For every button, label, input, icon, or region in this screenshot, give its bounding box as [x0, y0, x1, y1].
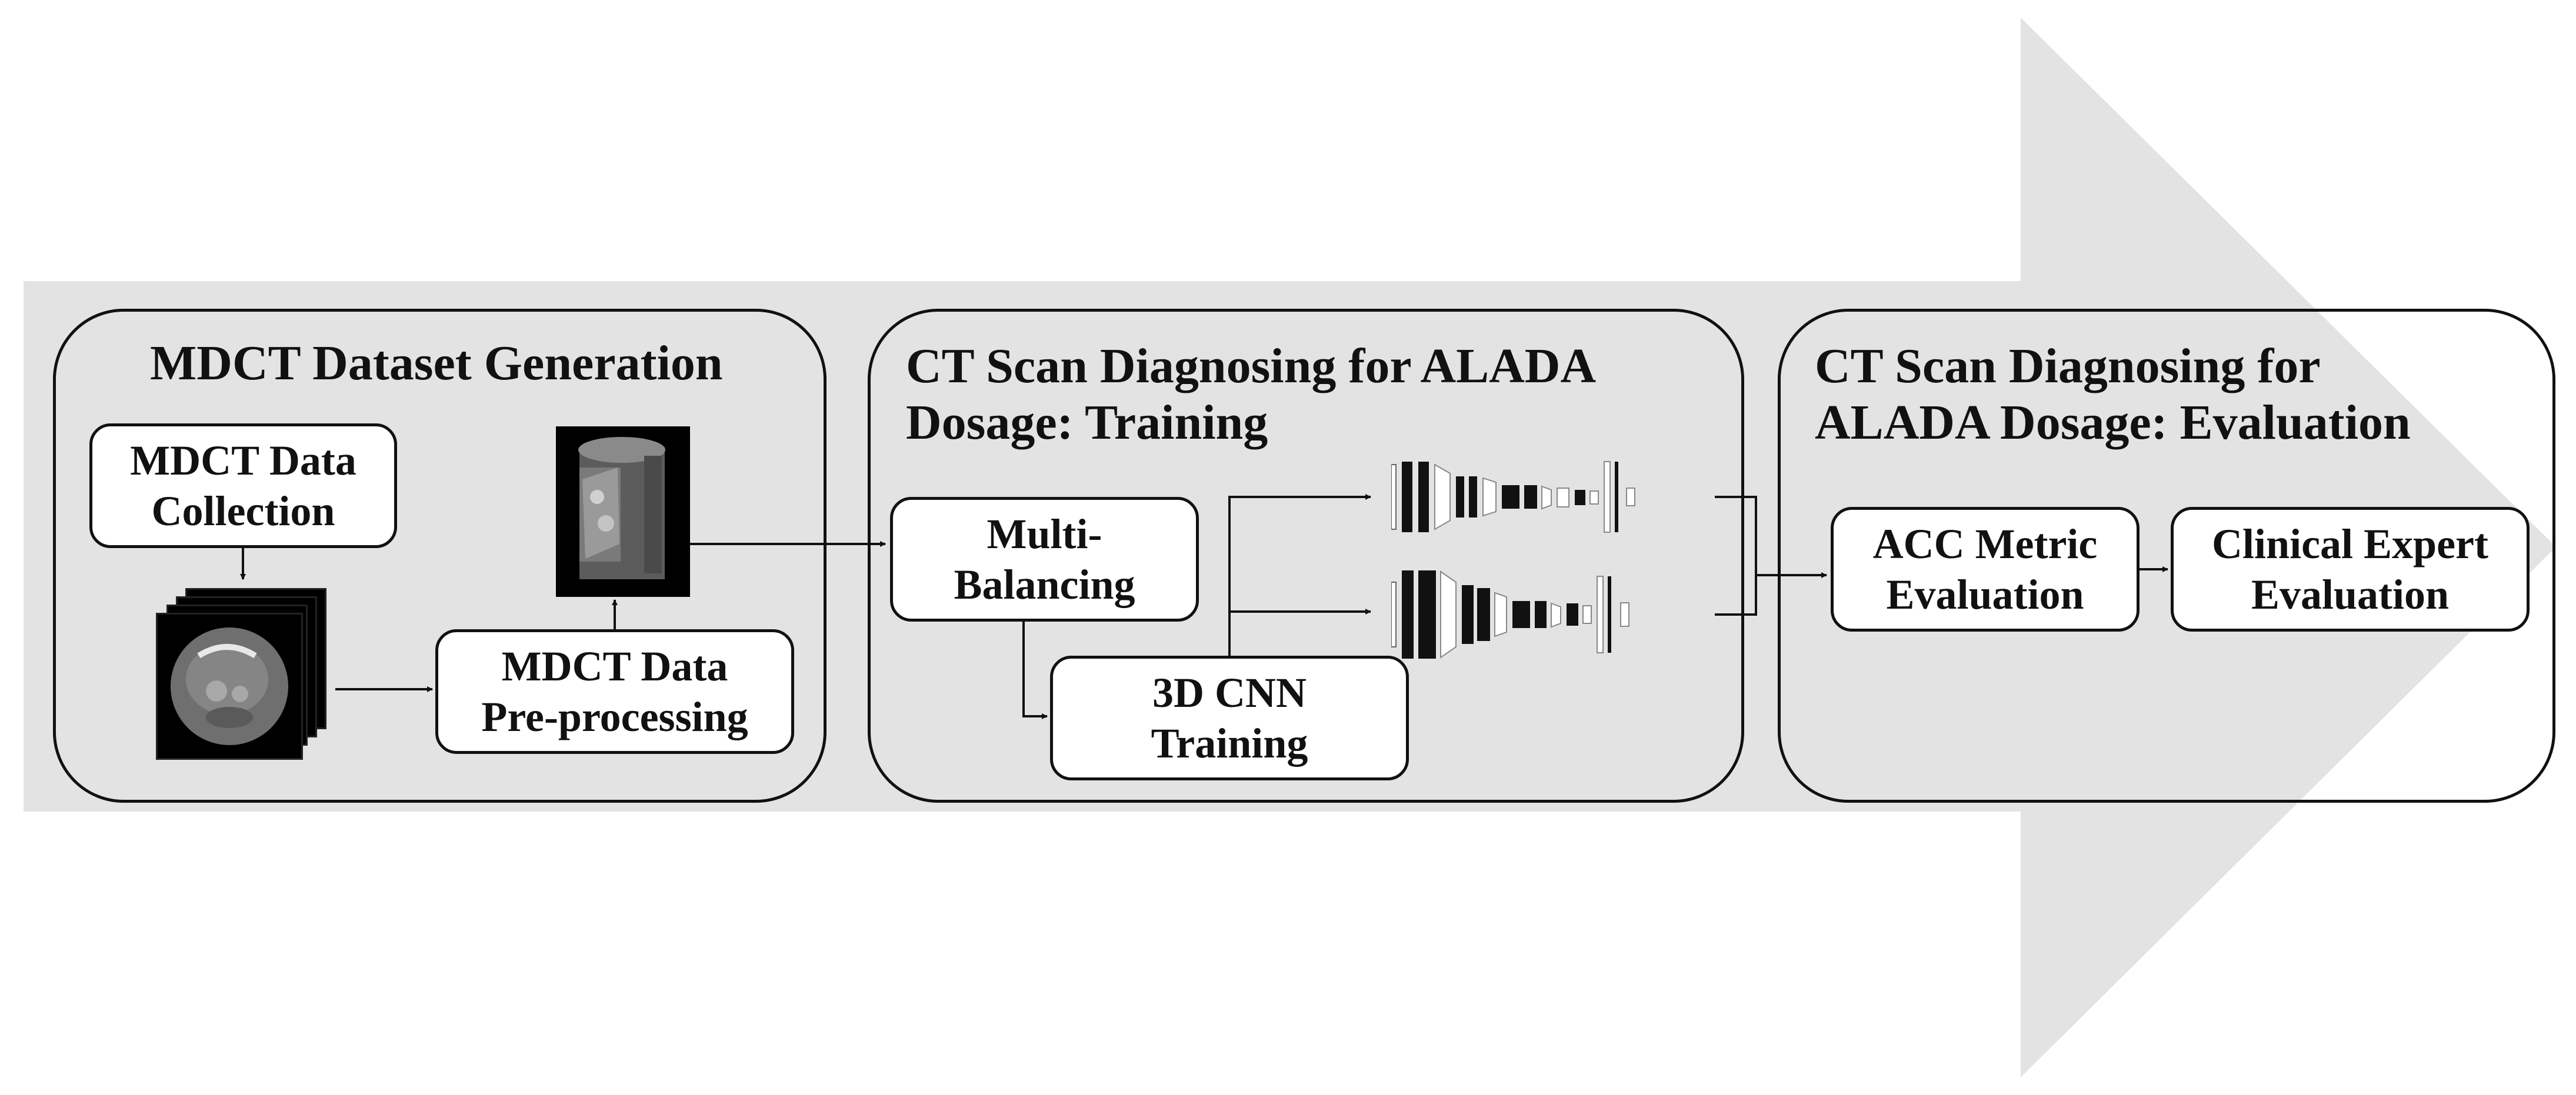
panel-evaluation: [1778, 309, 2555, 803]
box-multi-balancing: Multi- Balancing: [890, 497, 1199, 622]
ct-slice-stack-icon: [156, 588, 332, 762]
panel-dataset-generation: [53, 309, 827, 803]
panel-training: [868, 309, 1744, 803]
box-3d-cnn-training: 3D CNN Training: [1050, 656, 1409, 780]
box-mdct-data-collection: MDCT Data Collection: [89, 423, 397, 548]
cnn-architecture-icon: [1391, 461, 1635, 533]
box-acc-metric-evaluation: ACC Metric Evaluation: [1831, 507, 2140, 632]
box-clinical-expert-evaluation: Clinical Expert Evaluation: [2171, 507, 2530, 632]
panel-title-dataset: MDCT Dataset Generation: [150, 336, 723, 390]
panel-title-evaluation: CT Scan Diagnosing for ALADA Dosage: Eva…: [1815, 339, 2411, 450]
panel-title-training: CT Scan Diagnosing for ALADA Dosage: Tra…: [906, 339, 1597, 450]
box-mdct-data-preprocessing: MDCT Data Pre-processing: [435, 629, 794, 754]
3d-ct-volume-icon: [556, 426, 690, 597]
cnn-architecture-icon: [1391, 570, 1629, 659]
